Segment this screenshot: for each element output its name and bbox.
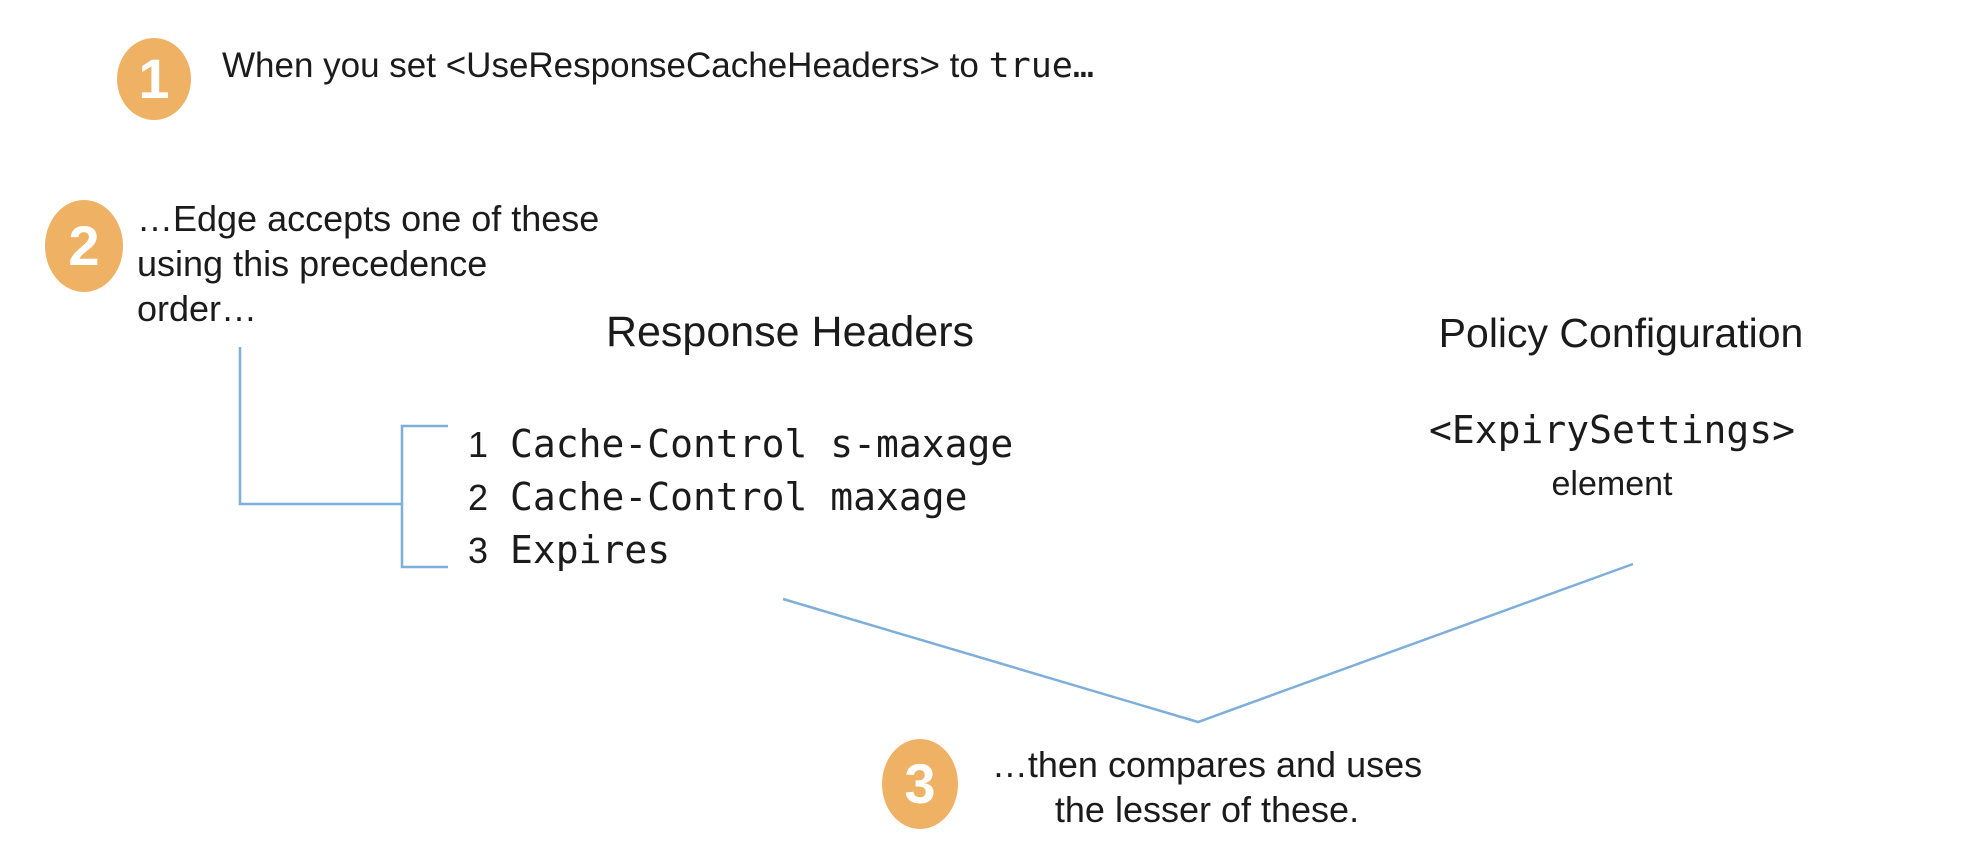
precedence-item-2: 2 Cache-Control maxage bbox=[468, 475, 968, 519]
precedence-item-3-rank: 3 bbox=[468, 530, 489, 571]
precedence-item-2-code: Cache-Control maxage bbox=[510, 475, 968, 519]
step2-caption: …Edge accepts one of these using this pr… bbox=[137, 196, 599, 331]
step2-badge-number: 2 bbox=[68, 214, 100, 277]
step2-badge: 2 bbox=[45, 200, 123, 292]
expiry-settings-label: element bbox=[1551, 465, 1673, 503]
precedence-item-2-rank: 2 bbox=[468, 477, 489, 518]
step3-caption-line1: …then compares and uses bbox=[991, 744, 1423, 785]
step3-caption-line2: the lesser of these. bbox=[1054, 789, 1360, 830]
step2-caption-line3: order… bbox=[137, 288, 258, 329]
precedence-item-3: 3 Expires bbox=[468, 528, 670, 572]
step1-caption: When you set <UseResponseCacheHeaders> t… bbox=[222, 46, 1094, 86]
step1-caption-code: true… bbox=[988, 46, 1094, 86]
step1-badge: 1 bbox=[117, 38, 191, 120]
step3-badge: 3 bbox=[882, 739, 958, 829]
step1-badge-number: 1 bbox=[138, 47, 170, 110]
precedence-item-1-rank: 1 bbox=[468, 424, 489, 465]
step3-badge-number: 3 bbox=[904, 752, 936, 815]
bracket-response-headers bbox=[400, 424, 448, 569]
precedence-item-1: 1 Cache-Control s-maxage bbox=[468, 422, 1013, 466]
policy-configuration-block: <ExpirySettings> element bbox=[1412, 408, 1812, 504]
precedence-item-3-code: Expires bbox=[510, 528, 671, 572]
connector-v-compare bbox=[782, 562, 1634, 724]
step2-caption-line2: using this precedence bbox=[137, 243, 488, 284]
expiry-settings-code: <ExpirySettings> bbox=[1428, 408, 1796, 452]
policy-configuration-title: Policy Configuration bbox=[1438, 310, 1804, 356]
step3-caption: …then compares and uses the lesser of th… bbox=[957, 742, 1457, 832]
step2-caption-line1: …Edge accepts one of these bbox=[137, 198, 600, 239]
precedence-item-1-code: Cache-Control s-maxage bbox=[510, 422, 1014, 466]
connector-order-to-bracket bbox=[238, 347, 401, 506]
step1-caption-text: When you set <UseResponseCacheHeaders> t… bbox=[222, 46, 989, 85]
response-headers-title: Response Headers bbox=[605, 308, 975, 356]
